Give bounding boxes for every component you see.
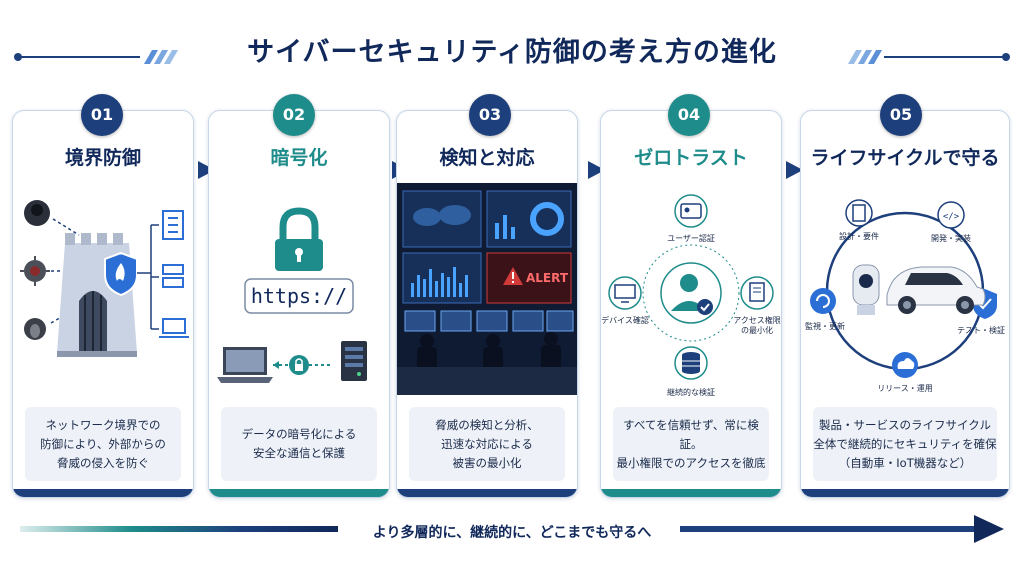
- title-area: サイバーセキュリティ防御の考え方の進化: [0, 14, 1024, 74]
- arrow-right-icon: [198, 161, 215, 179]
- clipboard-icon: [845, 199, 873, 227]
- card-accent-bar: [397, 489, 577, 497]
- server-icon: [162, 264, 184, 288]
- arrow-right-icon: [786, 161, 803, 179]
- card-description: ネットワーク境界での 防御により、外部からの 脅威の侵入を防ぐ: [25, 407, 181, 481]
- step-badge-4: 04: [668, 94, 710, 136]
- card-accent-bar: [801, 489, 1009, 497]
- url-bar: [244, 278, 354, 314]
- card-title: ゼロトラスト: [634, 147, 748, 169]
- alert-label: ALERT: [526, 271, 569, 285]
- car-icon: [886, 266, 986, 314]
- dev-label: 開発・実装: [931, 233, 971, 243]
- arrow-right-icon: [588, 161, 605, 179]
- bottom-banner: より多層的に、継続的に、どこまでも守るへ: [0, 510, 1024, 550]
- card-lifecycle: ライフサイクルで守る 設計・要件 </> 開発・実装 テスト・検証 リリース・運…: [800, 110, 1010, 498]
- monitor-label: 監視・更新: [805, 321, 845, 331]
- arrow-head-icon: [974, 515, 1004, 543]
- url-text: https://: [251, 284, 347, 308]
- card-description: すべてを信頼せず、常に検証。 最小権限でのアクセスを徹底: [613, 407, 769, 481]
- step-badge-5: 05: [880, 94, 922, 136]
- device-label: デバイス確認: [601, 315, 649, 325]
- title-line-right: [884, 56, 1004, 58]
- page-title: サイバーセキュリティ防御の考え方の進化: [247, 37, 777, 68]
- card-title: ライフサイクルで守る: [810, 147, 1000, 169]
- card-zero-trust: ゼロトラスト ユーザー認証 デバイス確認 アクセス権限 の最小化: [600, 110, 782, 498]
- card-accent-bar: [13, 489, 193, 497]
- id-card-icon: [674, 194, 708, 228]
- code-icon: </>: [937, 201, 965, 229]
- encryption-illustration: https://: [217, 207, 367, 383]
- step-badge-1: 01: [81, 94, 123, 136]
- zero-trust-illustration: ユーザー認証 デバイス確認 アクセス権限 の最小化 継続的な検証: [601, 194, 781, 397]
- release-label: リリース・運用: [877, 384, 933, 393]
- virus-icon: [20, 256, 50, 286]
- card-description: 脅威の検知と分析、 迅速な対応による 被害の最小化: [409, 407, 565, 481]
- card-description: 製品・サービスのライフサイクル 全体で継続的にセキュリティを確保 （自動車・Io…: [813, 407, 997, 481]
- user-auth-label: ユーザー認証: [667, 233, 715, 243]
- database-icon: [674, 346, 708, 380]
- server-icon: [341, 341, 367, 381]
- operator-figure: [483, 334, 503, 373]
- step-badge-3: 03: [469, 94, 511, 136]
- laptop-icon: [217, 347, 273, 383]
- user-check-icon: [660, 262, 722, 324]
- monitor-icon: [608, 276, 642, 310]
- verify-label: 継続的な検証: [667, 387, 715, 397]
- card-encryption: 暗号化 https:// データの暗号化による 安全な通信と保護: [208, 110, 390, 498]
- laptop-icon: [159, 318, 189, 338]
- title-line-left: [20, 56, 140, 58]
- card-description: データの暗号化による 安全な通信と保護: [221, 407, 377, 481]
- test-label: テスト・検証: [957, 325, 1005, 335]
- alert-monitor: [486, 252, 572, 304]
- card-accent-bar: [601, 489, 781, 497]
- card-title: 境界防御: [64, 147, 141, 169]
- bottom-slogan: より多層的に、継続的に、どこまでも守るへ: [372, 525, 652, 541]
- iot-camera-icon: [852, 264, 880, 315]
- card-accent-bar: [209, 489, 389, 497]
- title-line-dot-left: [14, 53, 22, 61]
- castle-illustration: [20, 200, 189, 357]
- progress-arrow: [20, 515, 1004, 543]
- monitor-stats: [486, 190, 572, 248]
- hacker-icon: [24, 200, 50, 226]
- castle-icon: [57, 233, 137, 357]
- console-desk: [397, 367, 577, 395]
- shield-icon: [104, 251, 138, 297]
- card-perimeter-defense: 境界防御: [12, 110, 194, 498]
- padlock-icon: [275, 207, 323, 271]
- svg-text:</>: </>: [943, 212, 960, 222]
- access-label-line2: の最小化: [741, 325, 773, 335]
- step-badge-2: 02: [273, 94, 315, 136]
- design-label: 設計・要件: [839, 231, 879, 241]
- soc-illustration: ALERT: [397, 183, 577, 395]
- document-check-icon: [740, 276, 774, 310]
- access-label-line1: アクセス権限: [733, 315, 781, 325]
- operator-figure: [417, 334, 437, 373]
- cloud-upload-icon: [892, 352, 918, 378]
- card-title: 検知と対応: [439, 147, 535, 169]
- building-icon: [162, 210, 184, 240]
- lifecycle-illustration: 設計・要件 </> 開発・実装 テスト・検証 リリース・運用 監視・更新: [805, 199, 1005, 393]
- operator-figure: [541, 332, 561, 373]
- refresh-icon: [810, 288, 836, 314]
- card-detection-response: 検知と対応 ALERT 脅威の検知と分析、 迅速な対応による 被害の最小化: [396, 110, 578, 498]
- bug-icon: [24, 318, 46, 340]
- card-title: 暗号化: [270, 147, 328, 169]
- title-line-dot-right: [1002, 53, 1010, 61]
